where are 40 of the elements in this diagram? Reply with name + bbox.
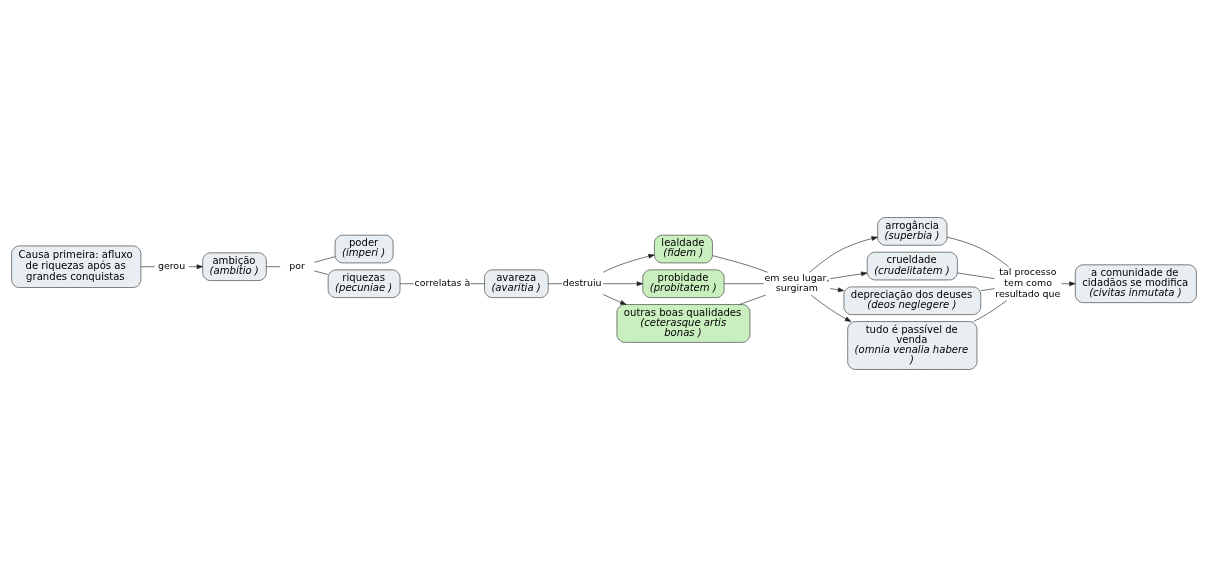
arrow [809,236,878,273]
connector [723,283,764,285]
node-text: destruiu [562,276,602,288]
node-box: lealdade (fidem ) [654,234,713,264]
arrow [602,254,655,273]
connector [314,256,336,263]
node-box: Causa primeira: afluxo de riquezas após as grandes conquistas [11,245,142,288]
connector [980,288,995,291]
node-box: riquezas (pecuniae ) [327,269,401,298]
arrow [188,264,203,269]
node-box: poder (imperi ) [334,234,394,264]
connector [470,283,485,285]
node-box: ambição (ambitio ) [202,252,267,281]
connector [957,272,995,279]
node-box: depreciação dos deuses (deos neglegere ) [843,286,982,315]
connector [399,283,414,285]
node-box: outras boas qualidades (ceterasque artis bonas ) [616,304,751,343]
connector [314,270,329,275]
node-box: arrogância (superbia ) [877,217,948,246]
node-box: avareza (avaritia ) [484,269,549,298]
connector [738,294,766,305]
node-box: tudo é passível de venda (omnia venalia habere ) [847,321,978,370]
arrow [602,294,627,305]
arrow [829,271,868,279]
connector [946,236,1010,268]
node-text: tal processo tem como resultado que [995,266,1061,299]
node-box: crueldade (crudelitatem ) [866,251,958,281]
arrow [829,287,845,293]
arrow [1061,281,1076,287]
node-text: em seu lugar, surgiram [764,271,830,294]
node-box: a comunidade de cidadãos se modifica (civitas inmutata ) [1075,264,1197,303]
arrow [810,294,852,322]
node-text: por [289,259,306,271]
node-box: probidade (probitatem ) [642,269,725,298]
connector [712,255,769,273]
arrow [602,281,644,287]
connector [266,266,281,267]
connector [973,300,1008,322]
node-text: correlatas à [414,276,471,288]
node-text: gerou [157,259,186,271]
